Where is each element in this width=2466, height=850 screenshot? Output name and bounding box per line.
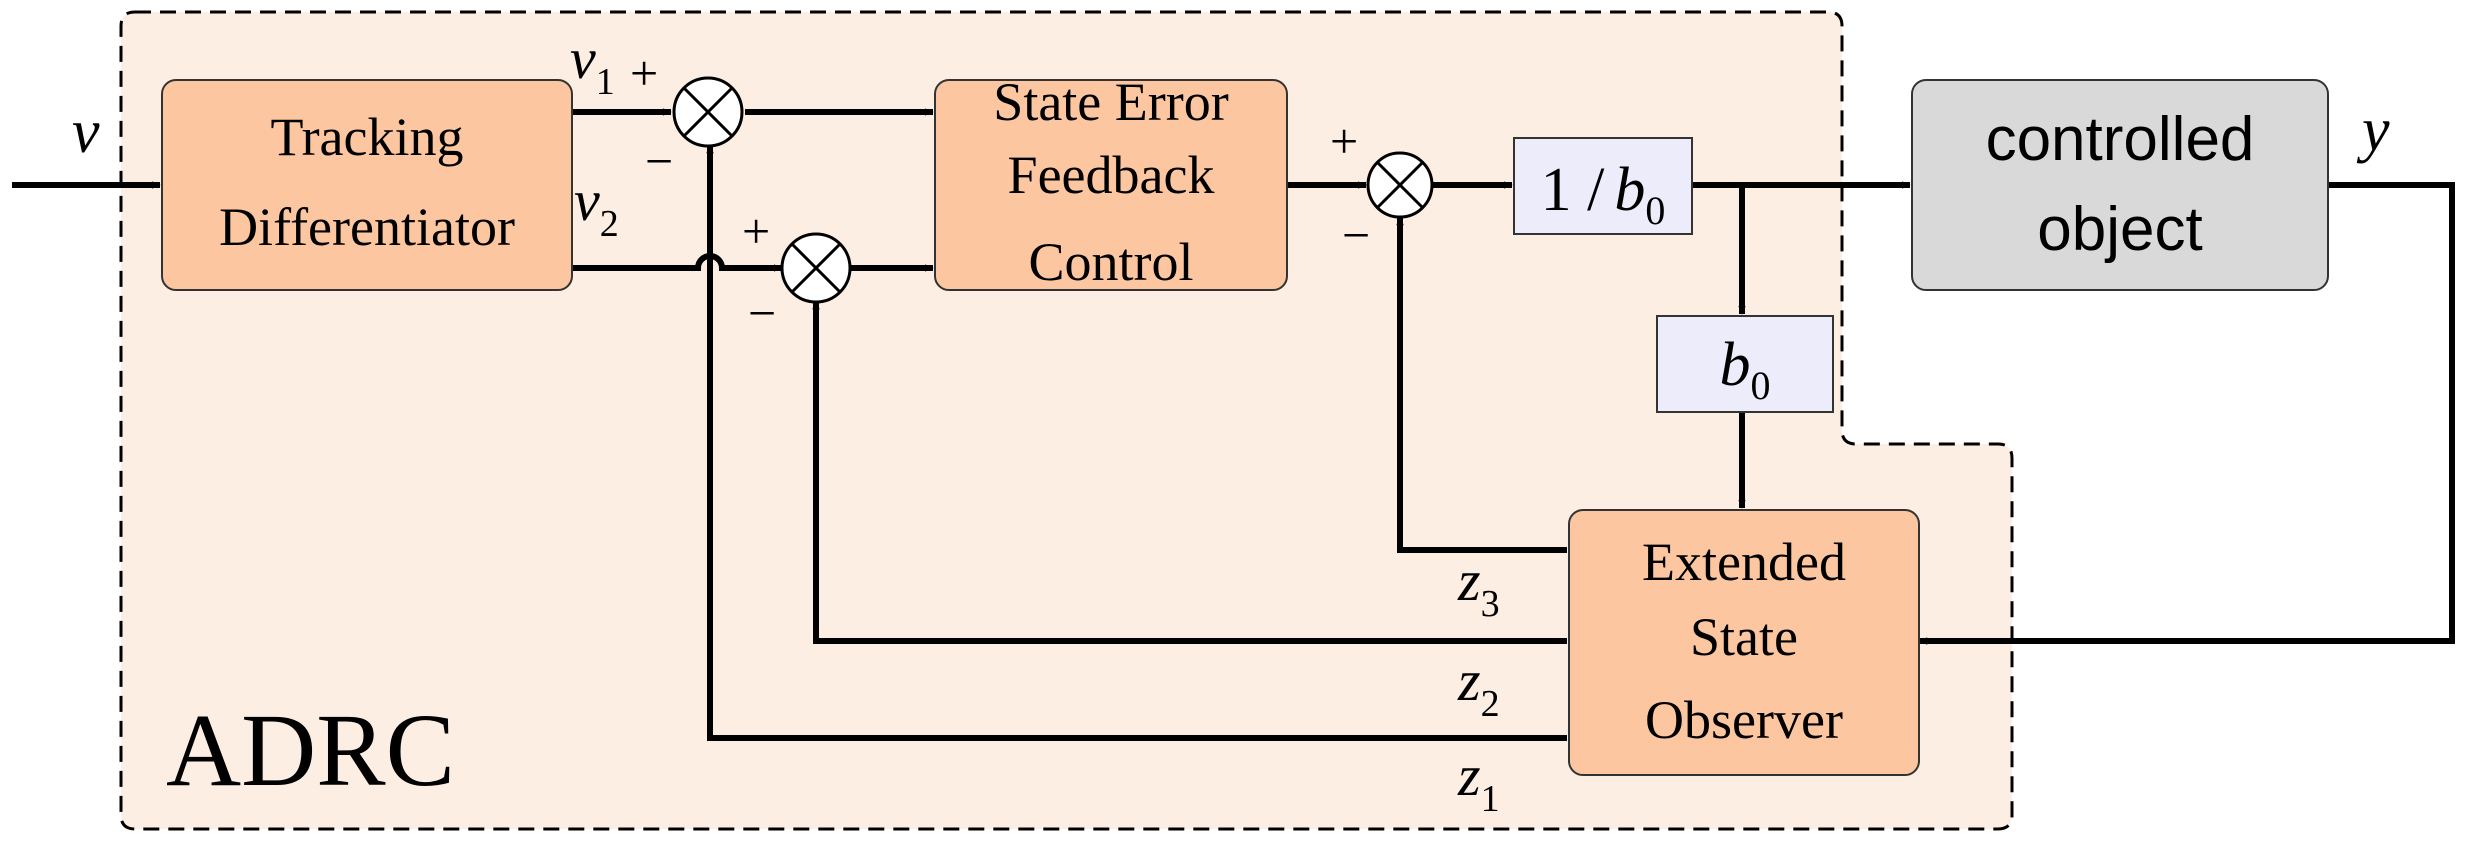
v2-label: v2 (574, 168, 619, 245)
v1-symbol: v (570, 26, 596, 91)
gain-block: b0 (1656, 315, 1834, 413)
v1-label: v1 (570, 26, 615, 103)
wire-output-to-eso (1918, 182, 2455, 645)
sum3-plus-sign: + (1330, 113, 1358, 169)
z3-subscript: 3 (1481, 583, 1500, 625)
sef-label-line1: State Error (993, 72, 1228, 132)
sef-label-line2: Feedback (1008, 145, 1215, 205)
inverse-gain-prefix: 1 / (1541, 156, 1606, 224)
summing-junction-1 (672, 76, 744, 148)
inverse-gain-block: 1 /b0 (1513, 137, 1693, 235)
sum2-minus-sign: − (748, 285, 776, 341)
v1-subscript: 1 (596, 61, 615, 103)
output-signal-label: y (2356, 96, 2390, 164)
z2-symbol: z (1457, 648, 1481, 713)
svg-text:1 /b0: 1 /b0 (1541, 156, 1666, 233)
z1-subscript: 1 (1481, 778, 1500, 820)
v2-symbol: v (574, 168, 600, 233)
z1-label: z1 (1457, 743, 1500, 820)
svg-text:b0: b0 (1720, 331, 1771, 408)
eso-label-line3: Observer (1645, 690, 1843, 750)
z1-symbol: z (1457, 743, 1481, 808)
eso-label-line1: Extended (1642, 532, 1846, 592)
sef-label-line3: Control (1028, 232, 1193, 292)
summing-junction-3 (1366, 151, 1434, 219)
z3-symbol: z (1457, 548, 1481, 613)
sum1-minus-sign: − (645, 133, 673, 189)
adrc-label: ADRC (166, 693, 455, 808)
z2-subscript: 2 (1481, 683, 1500, 725)
z2-label: z2 (1457, 648, 1500, 725)
plant-label-line1: controlled (1986, 105, 2255, 174)
sum1-plus-sign: + (630, 45, 658, 101)
td-label-line2: Differentiator (219, 197, 515, 257)
td-label-line1: Tracking (270, 107, 463, 167)
state-error-feedback-control-block: State Error Feedback Control (934, 72, 1288, 292)
plant-label-line2: object (2037, 195, 2202, 264)
wire-z1-feedback (706, 144, 1567, 741)
gain-subscript: 0 (1751, 363, 1771, 408)
extended-state-observer-block: Extended State Observer (1568, 509, 1920, 776)
v2-subscript: 2 (600, 203, 619, 245)
controlled-object-block: controlled object (1911, 79, 2329, 291)
sum2-plus-sign: + (742, 203, 770, 259)
tracking-differentiator-block: Tracking Differentiator (161, 79, 573, 291)
input-signal-label: v (72, 98, 100, 166)
summing-junction-2 (780, 232, 852, 304)
z3-label: z3 (1457, 548, 1500, 625)
wire-z3-feedback (1396, 216, 1567, 553)
inverse-gain-subscript: 0 (1645, 188, 1665, 233)
sum3-minus-sign: − (1342, 207, 1370, 263)
wire-z2-feedback (812, 300, 1567, 644)
gain-symbol: b (1720, 331, 1751, 399)
inverse-gain-symbol: b (1614, 156, 1645, 224)
eso-label-line2: State (1690, 607, 1798, 667)
